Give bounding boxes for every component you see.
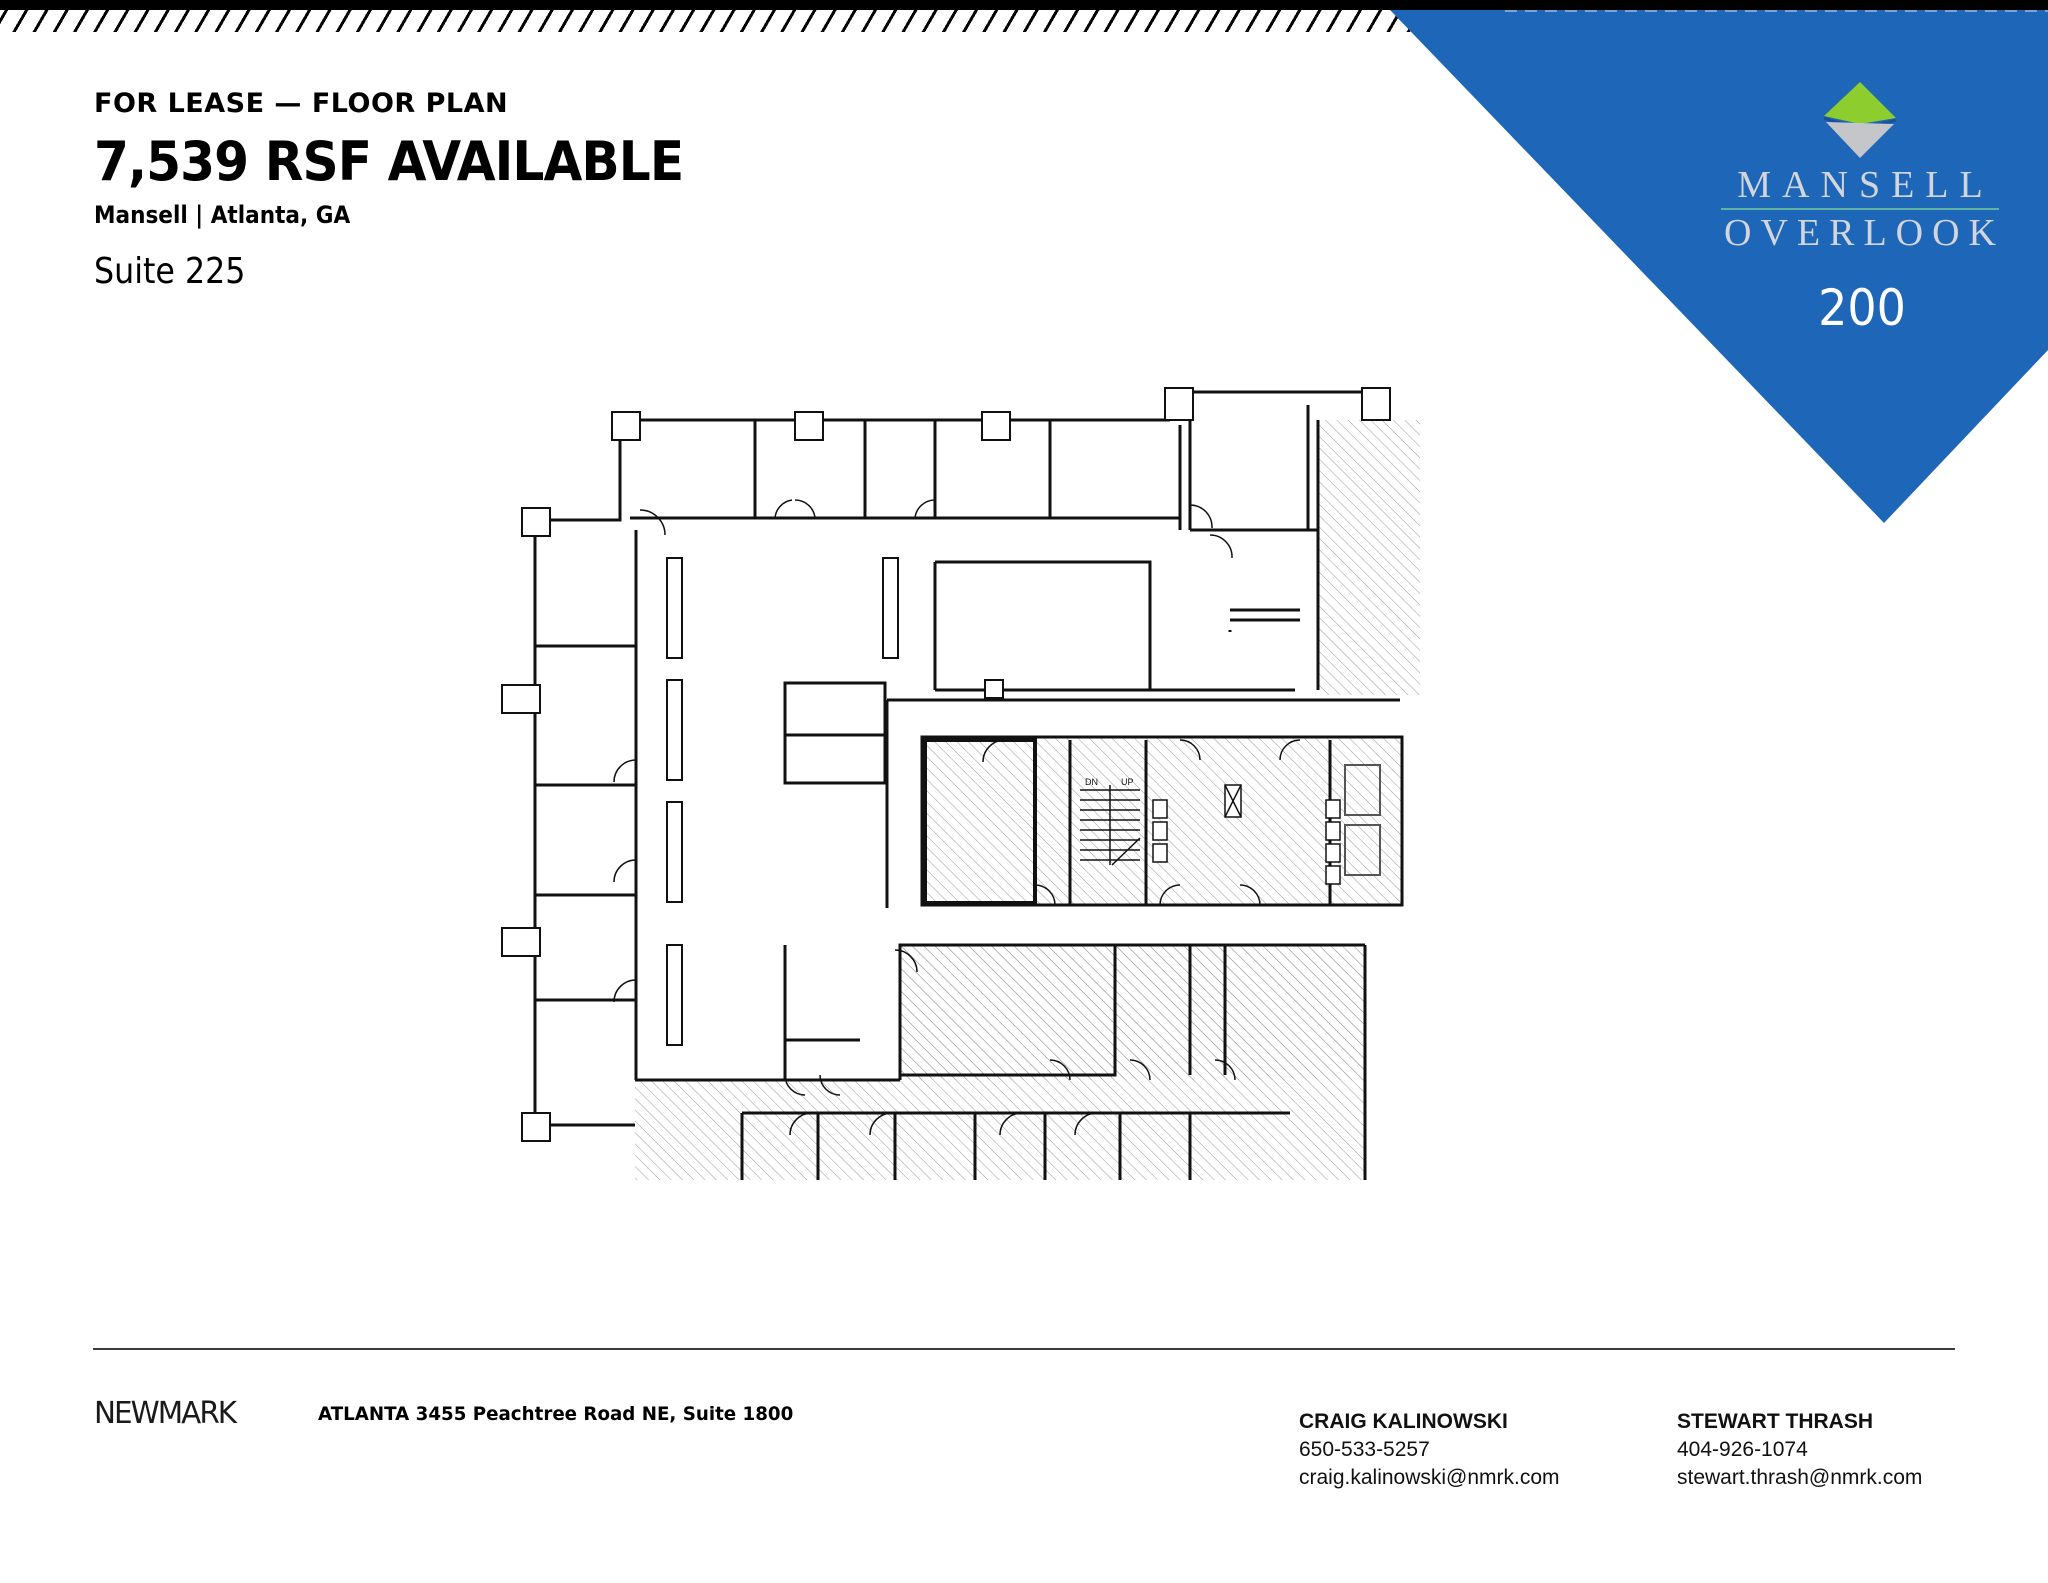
- contact-name: STEWART THRASH: [1677, 1410, 1873, 1433]
- location-label: Mansell | Atlanta, GA: [94, 201, 351, 229]
- stair-up-label: UP: [1121, 777, 1134, 787]
- building-number: 200: [1818, 279, 1906, 337]
- stair: [1080, 785, 1141, 866]
- common-area-hatch: [635, 420, 1420, 1180]
- newmark-logo: NEWMARK: [94, 1396, 237, 1431]
- page-eyebrow: FOR LEASE — FLOOR PLAN: [94, 88, 509, 119]
- contact-phone[interactable]: 404-926-1074: [1677, 1438, 1808, 1461]
- contact-card: CRAIG KALINOWSKI 650-533-5257 craig.kali…: [1299, 1408, 1560, 1492]
- stair-down-label: DN: [1085, 777, 1098, 787]
- office-address: ATLANTA 3455 Peachtree Road NE, Suite 18…: [318, 1403, 794, 1425]
- brand-name-line-2: OVERLOOK: [1724, 212, 2005, 254]
- footer-divider: [93, 1348, 1955, 1350]
- mansell-overlook-logo: MANSELL OVERLOOK: [1700, 80, 2020, 252]
- contact-card: STEWART THRASH 404-926-1074 stewart.thra…: [1677, 1408, 1922, 1492]
- restroom-fixtures: [1152, 784, 1341, 885]
- page-title: 7,539 RSF AVAILABLE: [94, 130, 684, 193]
- contact-email[interactable]: craig.kalinowski@nmrk.com: [1299, 1466, 1560, 1489]
- title-block: FOR LEASE — FLOOR PLAN 7,539 RSF AVAILAB…: [94, 88, 728, 294]
- brand-divider: [1721, 208, 1999, 210]
- brand-name-line-1: MANSELL: [1737, 164, 1994, 206]
- floor-plan-drawing: DN UP: [501, 387, 1420, 1180]
- diamond-logo-icon: [1823, 82, 1897, 158]
- contact-name: CRAIG KALINOWSKI: [1299, 1410, 1508, 1433]
- suite-label: Suite 225: [94, 251, 246, 292]
- elevators: [1344, 764, 1381, 876]
- contact-phone[interactable]: 650-533-5257: [1299, 1438, 1430, 1461]
- contact-email[interactable]: stewart.thrash@nmrk.com: [1677, 1466, 1923, 1489]
- door-swings: [613, 499, 1301, 1136]
- columns: [501, 387, 1391, 1142]
- corridor-wall-panels: [666, 557, 899, 1046]
- top-black-band: [0, 0, 2048, 10]
